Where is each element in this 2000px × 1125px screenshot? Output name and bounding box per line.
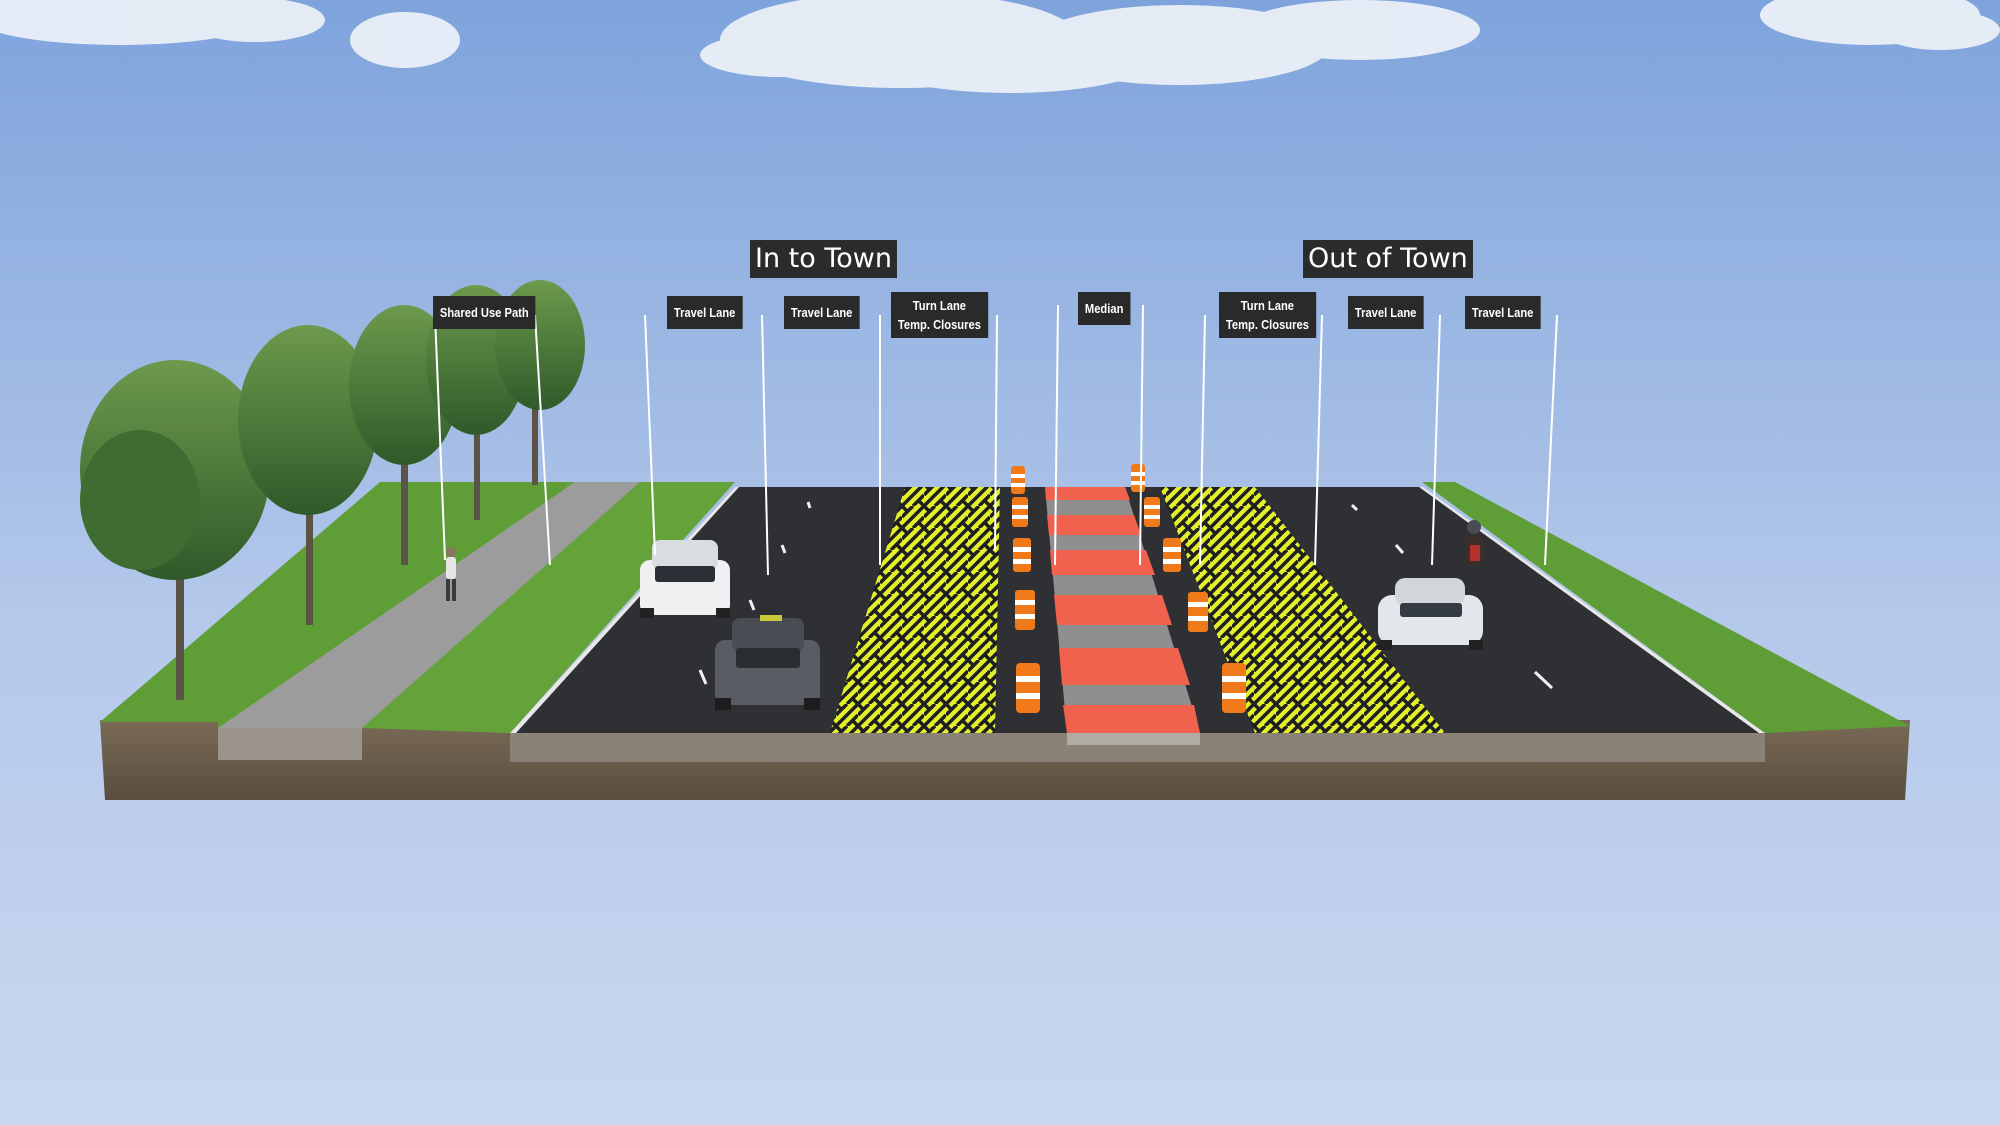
travel-lane-1-label: Travel Lane <box>667 296 743 329</box>
grass-left <box>100 482 570 728</box>
silver-sedan <box>1378 578 1483 650</box>
motorcycle <box>1465 520 1483 565</box>
grass-right <box>1422 482 1910 733</box>
shared-use-path-surface <box>218 482 640 728</box>
pedestrian <box>446 547 456 601</box>
turn-lane-left-hatched <box>830 487 1000 733</box>
turn-lane-right-label: Turn Lane Temp. Closures <box>1219 292 1316 338</box>
median-label: Median <box>1078 292 1131 325</box>
travel-lane-3-label: Travel Lane <box>1348 296 1424 329</box>
out-of-town-label: Out of Town <box>1303 240 1473 278</box>
white-suv <box>640 540 730 618</box>
path-base <box>218 725 362 760</box>
turn-lane-left-line2: Temp. Closures <box>897 317 981 332</box>
median-red-stripes <box>1045 487 1200 733</box>
turn-lane-right-line2: Temp. Closures <box>1225 317 1309 332</box>
in-to-town-label: In to Town <box>750 240 897 278</box>
travel-lane-2-label: Travel Lane <box>784 296 860 329</box>
turn-lane-right-line1: Turn Lane <box>1240 298 1295 313</box>
traffic-drums <box>1011 464 1246 713</box>
turn-lane-left-label: Turn Lane Temp. Closures <box>891 292 988 338</box>
travel-lane-4-label: Travel Lane <box>1465 296 1541 329</box>
clouds <box>0 0 2000 93</box>
road-edge-line-right <box>1419 487 1765 733</box>
median-curb <box>1067 733 1200 745</box>
trees <box>80 280 585 700</box>
police-car <box>715 615 820 710</box>
grass-left-front <box>362 482 735 733</box>
turn-lane-left-line1: Turn Lane <box>912 298 967 313</box>
label-leader-lines <box>434 304 1558 576</box>
shared-use-path-label: Shared Use Path <box>433 296 536 329</box>
gravel-base <box>510 732 1765 762</box>
